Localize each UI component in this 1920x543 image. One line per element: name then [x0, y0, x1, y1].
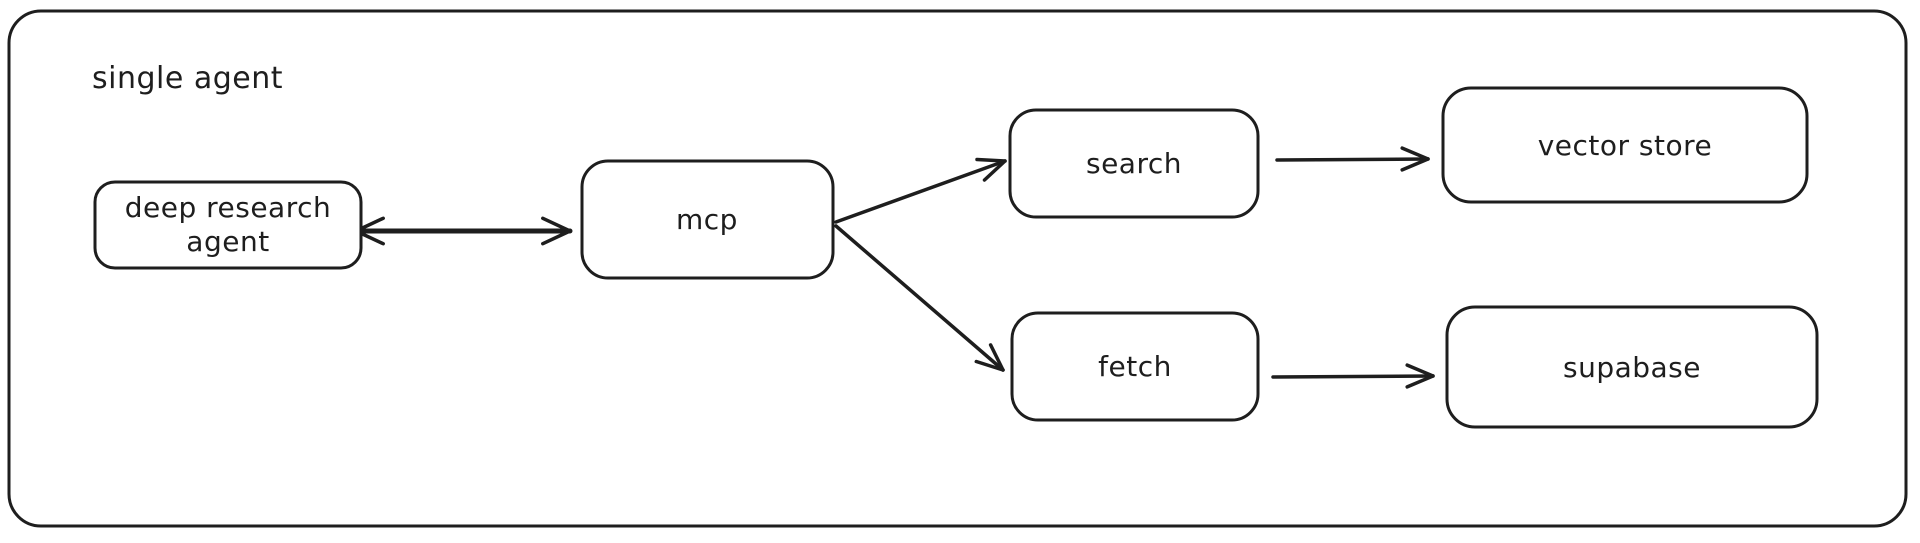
node-label: search	[1086, 147, 1182, 180]
node-label: mcp	[676, 203, 738, 236]
node-supabase[interactable]: supabase	[1445, 305, 1819, 429]
node-label: supabase	[1563, 351, 1701, 384]
node-fetch[interactable]: fetch	[1010, 311, 1260, 422]
node-label: fetch	[1098, 350, 1172, 383]
node-search[interactable]: search	[1008, 108, 1260, 219]
edge-mcp-search[interactable]	[834, 157, 1007, 224]
node-label: vector store	[1538, 129, 1713, 162]
edge-fetch-supabase[interactable]	[1271, 363, 1435, 389]
node-mcp[interactable]: mcp	[580, 159, 835, 280]
node-label: deep research	[125, 191, 332, 224]
node-deep-research-agent[interactable]: deep research agent	[93, 180, 363, 270]
node-label: agent	[186, 225, 269, 258]
edge-mcp-fetch[interactable]	[834, 224, 1005, 372]
node-vector-store[interactable]: vector store	[1441, 86, 1809, 204]
single-agent-frame	[7, 9, 1908, 528]
diagram-title: single agent	[92, 61, 283, 96]
edge-search-vector-store[interactable]	[1275, 146, 1430, 172]
